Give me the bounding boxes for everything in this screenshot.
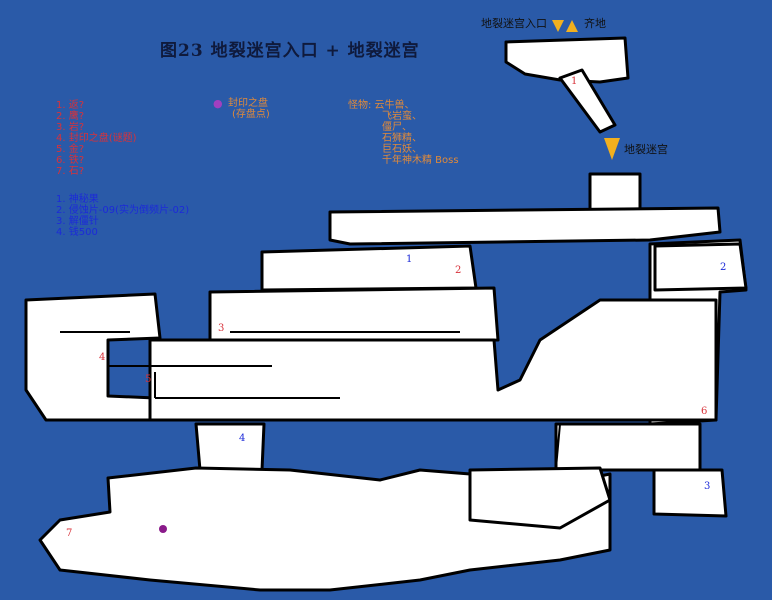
marker-red-6[interactable]: 6: [701, 406, 708, 417]
marker-red-3[interactable]: 3: [218, 323, 225, 334]
legend-blue-item: 3. 解僵针: [56, 216, 99, 227]
legend-red-item: 2. 鹰?: [56, 111, 85, 122]
marker-red-2[interactable]: 2: [455, 265, 462, 276]
marker-blue-4[interactable]: 4: [239, 433, 246, 444]
monster-item: 飞岩蛮、: [382, 111, 422, 122]
entrance-slope[interactable]: [558, 68, 617, 134]
bottom-hall-right[interactable]: [468, 466, 612, 530]
legend-blue-item: 2. 侵蚀片-09(实为倒频片-02): [56, 205, 190, 216]
legend-red-item: 4. 封印之盘(谜题): [56, 133, 137, 144]
marker-blue-2[interactable]: 2: [720, 262, 727, 273]
down-arrow-icon: [552, 20, 564, 32]
legend-blue-item: 1. 神秘果: [56, 194, 99, 205]
shaft-4[interactable]: [194, 422, 266, 472]
legend-red-item: 3. 岩?: [56, 122, 85, 133]
upper-corridor[interactable]: [328, 206, 722, 246]
save-point-dot[interactable]: [159, 525, 167, 533]
legend-red-item: 5. 金?: [56, 144, 85, 155]
marker-blue-1[interactable]: 1: [406, 254, 413, 265]
room-chest-1[interactable]: [260, 244, 478, 292]
maze-label: 地裂迷宫: [624, 143, 668, 156]
maze-entry-shaft[interactable]: [588, 172, 642, 212]
up-arrow-icon: [566, 20, 578, 32]
down-arrow-icon: [604, 138, 620, 160]
save-point-label: 封印之盘: [228, 98, 268, 109]
right-tower-upper[interactable]: [653, 242, 748, 292]
right-lower-shaft[interactable]: [554, 422, 702, 472]
qiedi-label: 齐地: [584, 17, 606, 30]
legend-red-item: 7. 石?: [56, 166, 85, 177]
marker-red-5[interactable]: 5: [145, 374, 152, 385]
save-point-sub: (存盘点): [232, 109, 270, 120]
page-title: 图23 地裂迷宫入口 + 地裂迷宫: [160, 41, 420, 61]
legend-blue-item: 4. 钱500: [56, 227, 98, 238]
legend-red-item: 1. 返?: [56, 100, 85, 111]
monster-item: 僵尸、: [382, 122, 412, 133]
monster-item: 千年神木精 Boss: [382, 155, 459, 166]
room-chest-3[interactable]: [652, 468, 728, 518]
marker-blue-3[interactable]: 3: [704, 481, 711, 492]
left-hall[interactable]: [24, 292, 162, 422]
lower-long-hall[interactable]: [148, 298, 718, 422]
marker-red-7[interactable]: 7: [66, 528, 73, 539]
marker-red-4[interactable]: 4: [99, 352, 106, 363]
legend-red-item: 6. 铁?: [56, 155, 85, 166]
entrance-label: 地裂迷宫入口: [481, 17, 547, 30]
bottom-hall[interactable]: [38, 466, 612, 592]
middle-band[interactable]: [208, 286, 500, 344]
monster-item: 怪物: 云牛兽、: [348, 100, 415, 111]
monster-item: 石狮精、: [382, 133, 422, 144]
save-dot-icon: ●: [213, 97, 223, 110]
monster-item: 巨石妖、: [382, 144, 422, 155]
marker-red-1[interactable]: 1: [571, 76, 578, 87]
